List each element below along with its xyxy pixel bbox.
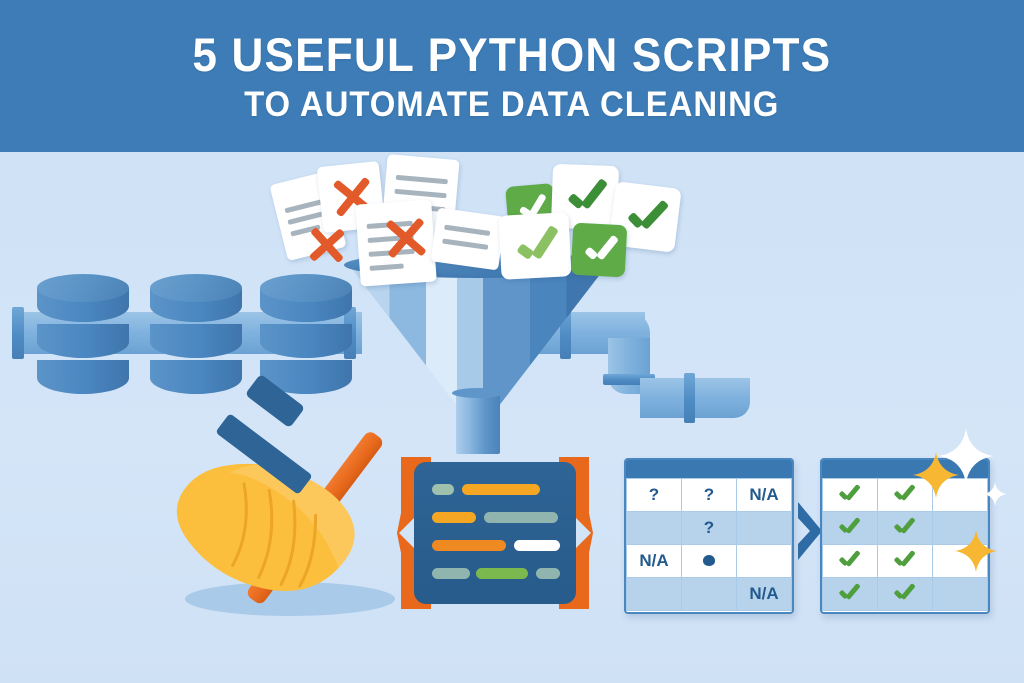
table-row: N/A bbox=[626, 577, 792, 611]
table-cell bbox=[932, 577, 988, 611]
document-card bbox=[430, 207, 506, 271]
pipe-collar-4 bbox=[603, 374, 655, 385]
table-cell bbox=[681, 544, 737, 578]
sparkle-star-orange-large bbox=[913, 452, 959, 498]
table-cell: N/A bbox=[736, 577, 792, 611]
check-icon bbox=[893, 516, 916, 535]
doc-text-line bbox=[444, 224, 491, 236]
database-cylinder-2 bbox=[150, 274, 242, 394]
table-cell bbox=[736, 511, 792, 545]
code-line-token bbox=[432, 512, 476, 523]
check-card-green bbox=[570, 222, 628, 278]
doc-text-line bbox=[369, 263, 404, 271]
angle-bracket-right-icon bbox=[559, 457, 593, 609]
pipe-collar-3 bbox=[560, 307, 571, 359]
pipe-segment-right-bottom bbox=[640, 378, 750, 418]
db-top-cap bbox=[37, 274, 129, 302]
table-cell bbox=[822, 478, 878, 512]
code-line-token bbox=[462, 484, 540, 495]
code-line-token bbox=[484, 512, 558, 523]
db-segment bbox=[37, 324, 129, 358]
database-cylinder-1 bbox=[37, 274, 129, 394]
sparkle-star-white-large bbox=[938, 428, 994, 484]
pipe-collar-5 bbox=[684, 373, 695, 423]
clean-table-grid bbox=[822, 478, 988, 611]
database-cylinder-3 bbox=[260, 274, 352, 394]
table-cell bbox=[626, 577, 682, 611]
doc-text-line bbox=[395, 174, 448, 185]
illustration-scene: ? ? N/A ? N/A N/A bbox=[0, 152, 1024, 683]
table-cell bbox=[822, 511, 878, 545]
check-icon bbox=[838, 582, 861, 601]
table-cell bbox=[877, 478, 933, 512]
dirty-data-table[interactable]: ? ? N/A ? N/A N/A bbox=[624, 458, 794, 614]
table-cell bbox=[736, 544, 792, 578]
sparkle-star-orange-small bbox=[955, 530, 997, 572]
table-cell bbox=[822, 544, 878, 578]
code-line-token bbox=[536, 568, 560, 579]
table-header-bar bbox=[626, 460, 792, 478]
table-row bbox=[822, 511, 988, 545]
table-cell bbox=[877, 577, 933, 611]
check-icon bbox=[838, 483, 861, 502]
check-icon bbox=[838, 516, 861, 535]
db-segment bbox=[37, 360, 129, 394]
table-cell: ? bbox=[681, 478, 737, 512]
page-title: 5 Useful Python Scripts bbox=[192, 27, 832, 81]
missing-value-dot-icon bbox=[703, 555, 715, 566]
table-row: ? bbox=[626, 511, 792, 545]
page-subtitle: to Automate Data Cleaning bbox=[244, 84, 780, 124]
db-top-cap bbox=[150, 274, 242, 302]
code-line-token bbox=[432, 540, 506, 551]
table-cell bbox=[626, 511, 682, 545]
angle-bracket-left-icon bbox=[397, 457, 431, 609]
funnel-spout bbox=[456, 392, 500, 454]
table-cell bbox=[877, 544, 933, 578]
clean-data-table[interactable] bbox=[820, 458, 990, 614]
db-top-cap bbox=[260, 274, 352, 302]
table-cell: N/A bbox=[736, 478, 792, 512]
x-mark-icon bbox=[305, 223, 349, 267]
table-row: ? ? N/A bbox=[626, 478, 792, 512]
broom-head bbox=[176, 463, 355, 591]
check-icon bbox=[838, 549, 861, 568]
code-editor-panel[interactable] bbox=[414, 462, 576, 604]
table-row bbox=[822, 577, 988, 611]
doc-text-line bbox=[394, 188, 447, 199]
table-cell: ? bbox=[681, 511, 737, 545]
table-row: N/A bbox=[626, 544, 792, 578]
table-cell: ? bbox=[626, 478, 682, 512]
x-mark-icon bbox=[380, 212, 431, 263]
table-cell bbox=[822, 577, 878, 611]
header-banner: 5 Useful Python Scripts to Automate Data… bbox=[0, 0, 1024, 152]
table-cell: N/A bbox=[626, 544, 682, 578]
sparkle-star-white-small bbox=[983, 482, 1007, 506]
dirty-table-grid: ? ? N/A ? N/A N/A bbox=[626, 478, 792, 611]
code-line-token bbox=[476, 568, 528, 579]
check-icon bbox=[893, 582, 916, 601]
funnel-spout-collar bbox=[452, 388, 504, 398]
code-line-token bbox=[432, 484, 454, 495]
chevron-right-icon bbox=[798, 502, 822, 560]
db-segment bbox=[150, 360, 242, 394]
db-segment bbox=[260, 324, 352, 358]
check-icon bbox=[893, 549, 916, 568]
code-line-token bbox=[514, 540, 560, 551]
table-cell bbox=[681, 577, 737, 611]
doc-text-line bbox=[442, 238, 489, 250]
check-card-white bbox=[498, 212, 572, 280]
code-line-token bbox=[432, 568, 470, 579]
table-row bbox=[822, 478, 988, 512]
db-segment bbox=[150, 324, 242, 358]
pipe-collar-1 bbox=[12, 307, 24, 359]
table-cell bbox=[877, 511, 933, 545]
